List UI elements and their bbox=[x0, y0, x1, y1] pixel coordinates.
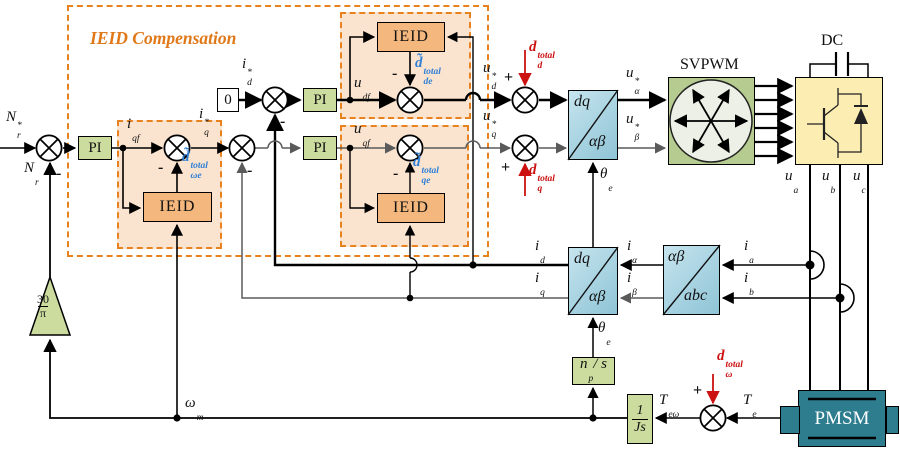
pmsm-shaft-left bbox=[780, 406, 800, 434]
diagram-title: IEID Compensation bbox=[90, 28, 237, 48]
svpwm-title-label: SVPWM bbox=[680, 56, 739, 73]
speed-ieid-block: IEID bbox=[143, 192, 212, 222]
d-dist-junction-plus: + bbox=[504, 69, 514, 86]
current-dq-label: dq bbox=[574, 250, 590, 267]
q-current-pi-block: PI bbox=[303, 136, 337, 160]
pmsm-shaft-right bbox=[886, 406, 899, 434]
dc-link bbox=[809, 52, 869, 77]
voltage-alphabeta-label: αβ bbox=[589, 133, 606, 150]
zero-reference-block: 0 bbox=[217, 88, 239, 112]
inverter-block bbox=[795, 77, 883, 165]
speed-junction-minus: - bbox=[56, 165, 62, 182]
d-junction-minus: - bbox=[280, 113, 286, 130]
q-comp-junction-minus: - bbox=[393, 165, 399, 182]
ualpha-ref-label: u*α bbox=[626, 65, 640, 97]
phase-b-current-sensor bbox=[835, 293, 845, 303]
id-ref-label: i*d bbox=[242, 56, 252, 88]
torque-junction-plus: + bbox=[693, 382, 703, 399]
q-dist-junction-plus: + bbox=[501, 159, 511, 176]
d-axis-ieid-block: IEID bbox=[377, 22, 445, 52]
q-axis-ieid-block: IEID bbox=[377, 193, 445, 223]
ubeta-ref-label: u*β bbox=[626, 111, 640, 143]
dc-label: DC bbox=[821, 32, 844, 49]
d-current-pi-block: PI bbox=[303, 88, 337, 112]
uq-ref-label: u*q bbox=[483, 108, 497, 140]
d-comp-junction-minus: - bbox=[392, 65, 398, 82]
pwm-wires bbox=[755, 77, 794, 165]
speed-reference-label: N*r bbox=[6, 109, 22, 141]
iq-ref-label: i*q bbox=[199, 106, 209, 138]
ud-ref-label: u*d bbox=[483, 60, 497, 92]
pmsm-motor-block: PMSM bbox=[798, 390, 886, 447]
clarke-abc-label: abc bbox=[684, 287, 708, 304]
phase-a-current-sensor bbox=[805, 260, 815, 270]
current-alphabeta-label: αβ bbox=[589, 288, 606, 305]
speed-gain-triangle bbox=[28, 274, 72, 336]
speed-pi-block: PI bbox=[78, 136, 112, 160]
speed-comp-junction-minus: - bbox=[158, 159, 164, 176]
q-junction-minus: - bbox=[247, 162, 253, 179]
svpwm-block bbox=[668, 77, 755, 165]
voltage-dq-label: dq bbox=[574, 93, 590, 110]
clarke-alphabeta-label: αβ bbox=[668, 248, 685, 265]
